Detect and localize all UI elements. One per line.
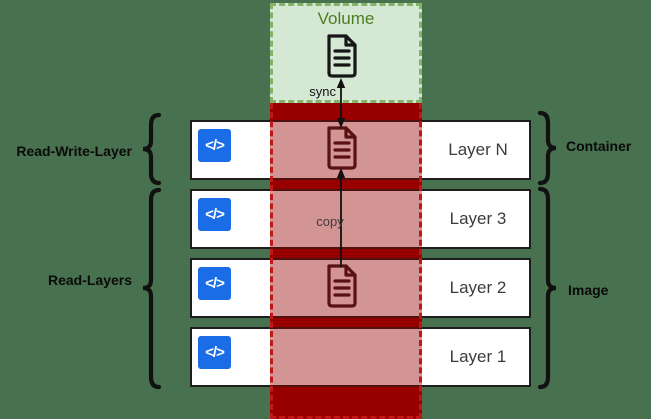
- layer-row-3: </> Layer 3: [190, 189, 531, 249]
- volume-label: Volume: [317, 9, 375, 28]
- layer-row-n: </> Layer N: [190, 120, 531, 180]
- read-layers-label: Read-Layers: [47, 272, 132, 288]
- code-icon: </>: [198, 129, 231, 162]
- code-icon-glyph: </>: [205, 344, 225, 361]
- image-brace: [537, 186, 557, 390]
- image-label: Image: [568, 282, 609, 298]
- copy-label: copy: [316, 214, 344, 229]
- layer-row-1: </> Layer 1: [190, 327, 531, 387]
- layer-label-1: Layer 1: [449, 347, 507, 366]
- code-icon-glyph: </>: [205, 275, 225, 292]
- layer-label-3: Layer 3: [449, 209, 507, 228]
- layer-row-2: </> Layer 2: [190, 258, 531, 318]
- code-icon: </>: [198, 267, 231, 300]
- read-layers-brace: [142, 187, 162, 390]
- layer-label-2: Layer 2: [449, 278, 507, 297]
- sync-arrow: [336, 78, 346, 128]
- read-write-layer-brace: [142, 112, 162, 186]
- code-icon-glyph: </>: [205, 206, 225, 223]
- layer-n-document-icon: [327, 126, 357, 170]
- code-icon: </>: [198, 198, 231, 231]
- container-brace: [537, 110, 557, 186]
- read-write-layer-label: Read-Write-Layer: [16, 143, 132, 159]
- container-label: Container: [566, 138, 632, 154]
- copy-arrow: [336, 168, 346, 267]
- sync-label: sync: [309, 84, 336, 99]
- code-icon: </>: [198, 336, 231, 369]
- volume-box: Volume: [270, 3, 422, 103]
- layer-label-n: Layer N: [448, 140, 508, 159]
- volume-document-icon: [327, 34, 357, 78]
- layer-2-document-icon: [327, 264, 357, 308]
- code-icon-glyph: </>: [205, 137, 225, 154]
